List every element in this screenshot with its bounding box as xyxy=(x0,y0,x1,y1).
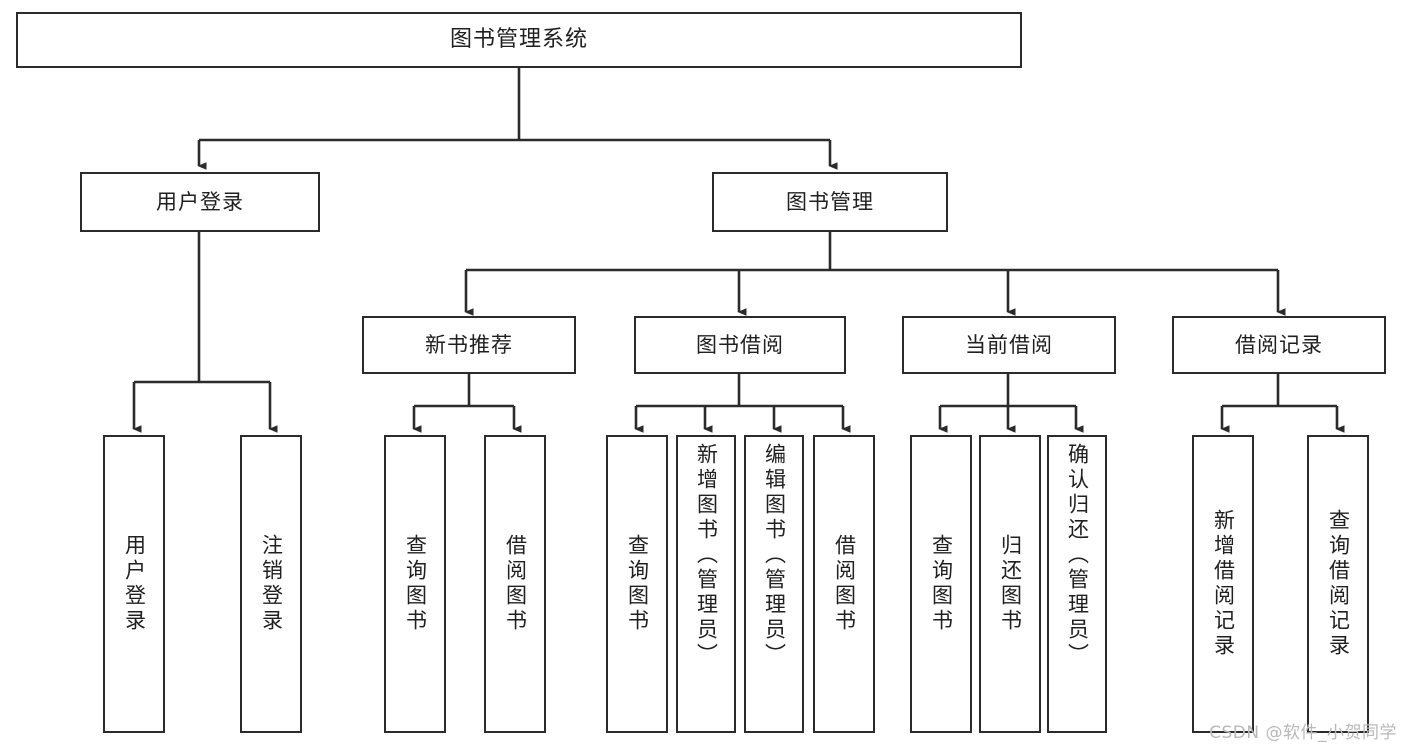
node-leaf-add-book-label: 新增图书（管理员） xyxy=(694,443,719,668)
node-book-manage[interactable]: 图书管理 xyxy=(712,172,948,232)
node-user-login-label: 用户登录 xyxy=(156,189,244,214)
node-current-borrow-label: 当前借阅 xyxy=(965,332,1053,357)
node-borrow-record-label: 借阅记录 xyxy=(1235,332,1323,357)
node-leaf-return-book-label: 归还图书 xyxy=(998,534,1023,634)
node-leaf-query-book-borrow[interactable]: 查询图书 xyxy=(606,435,668,733)
node-leaf-query-record-label: 查询借阅记录 xyxy=(1326,509,1351,659)
node-leaf-user-logout-label: 注销登录 xyxy=(259,534,284,634)
node-leaf-confirm-return-label: 确认归还（管理员） xyxy=(1065,443,1090,668)
node-leaf-edit-book-label: 编辑图书（管理员） xyxy=(762,443,787,668)
node-root-label: 图书管理系统 xyxy=(449,27,588,53)
node-user-login[interactable]: 用户登录 xyxy=(80,172,320,232)
node-book-manage-label: 图书管理 xyxy=(786,189,874,214)
node-leaf-borrow-book-rec[interactable]: 借阅图书 xyxy=(484,435,546,733)
node-leaf-query-book-current-label: 查询图书 xyxy=(929,534,954,634)
node-book-borrow-label: 图书借阅 xyxy=(696,332,784,357)
node-leaf-borrow-book[interactable]: 借阅图书 xyxy=(813,435,875,733)
node-leaf-query-book-borrow-label: 查询图书 xyxy=(625,534,650,634)
node-leaf-add-book[interactable]: 新增图书（管理员） xyxy=(676,435,736,733)
node-leaf-user-login-label: 用户登录 xyxy=(122,534,147,634)
node-leaf-query-record[interactable]: 查询借阅记录 xyxy=(1307,435,1369,733)
node-leaf-confirm-return[interactable]: 确认归还（管理员） xyxy=(1047,435,1107,733)
node-new-book-recommend-label: 新书推荐 xyxy=(425,332,513,357)
node-leaf-user-logout[interactable]: 注销登录 xyxy=(240,435,302,733)
node-leaf-edit-book[interactable]: 编辑图书（管理员） xyxy=(744,435,804,733)
node-borrow-record[interactable]: 借阅记录 xyxy=(1172,316,1386,374)
node-leaf-borrow-book-label: 借阅图书 xyxy=(832,534,857,634)
node-leaf-borrow-book-rec-label: 借阅图书 xyxy=(503,534,528,634)
node-leaf-add-record-label: 新增借阅记录 xyxy=(1211,509,1236,659)
node-current-borrow[interactable]: 当前借阅 xyxy=(902,316,1116,374)
node-new-book-recommend[interactable]: 新书推荐 xyxy=(362,316,576,374)
node-leaf-return-book[interactable]: 归还图书 xyxy=(979,435,1041,733)
node-root[interactable]: 图书管理系统 xyxy=(16,12,1022,68)
node-leaf-query-book-rec-label: 查询图书 xyxy=(403,534,428,634)
watermark-text: CSDN @软件_小贺同学 xyxy=(1209,723,1397,743)
node-leaf-query-book-current[interactable]: 查询图书 xyxy=(910,435,972,733)
node-book-borrow[interactable]: 图书借阅 xyxy=(634,316,846,374)
node-leaf-query-book-rec[interactable]: 查询图书 xyxy=(384,435,446,733)
node-leaf-add-record[interactable]: 新增借阅记录 xyxy=(1192,435,1254,733)
node-leaf-user-login[interactable]: 用户登录 xyxy=(103,435,165,733)
